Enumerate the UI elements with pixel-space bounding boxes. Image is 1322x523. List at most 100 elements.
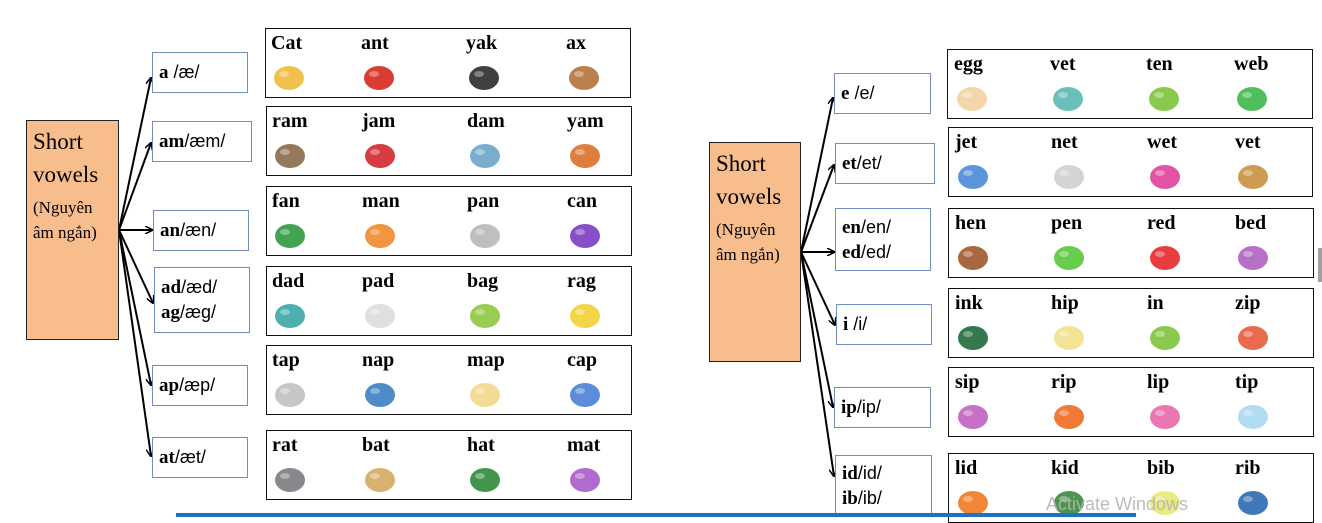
cap-icon <box>567 376 607 410</box>
arrow <box>800 98 833 253</box>
right-arrows <box>800 98 835 476</box>
word-label: fan <box>272 190 300 212</box>
word-label: sip <box>955 371 980 393</box>
pattern-ipa: /æg/ <box>180 302 217 322</box>
backpack-icon <box>467 297 507 331</box>
pattern-ipa: /id/ <box>857 463 882 483</box>
fan-icon <box>272 217 312 251</box>
pattern-line: ap/æp/ <box>159 373 241 398</box>
pattern-line: id/id/ <box>842 461 925 486</box>
pattern-box: i /i/ <box>836 304 932 345</box>
word-label: cap <box>567 349 597 371</box>
pattern-box: et/et/ <box>835 143 935 184</box>
pattern-box: an/æn/ <box>153 210 249 251</box>
arrow <box>800 251 834 476</box>
slide-bottom-rule <box>176 513 1136 517</box>
left-arrows <box>118 78 153 456</box>
word-label: bat <box>362 434 390 456</box>
red-splat-icon <box>1147 239 1187 273</box>
word-label: lid <box>955 457 978 479</box>
word-label: rib <box>1235 457 1261 479</box>
rib-xray-icon <box>1235 484 1275 518</box>
pattern-ipa: /ib/ <box>857 488 882 508</box>
arrow <box>800 165 834 253</box>
ant-icon <box>361 59 401 93</box>
pattern-line: ag/æg/ <box>161 300 243 325</box>
pattern-ipa: /e/ <box>849 83 875 103</box>
word-label: dam <box>467 110 505 132</box>
ram-icon <box>272 137 312 171</box>
jet-icon <box>955 158 995 192</box>
pattern-box: id/id/ib/ib/ <box>835 455 932 517</box>
pattern-line: a /æ/ <box>159 60 241 85</box>
pattern-spelling: i <box>843 314 849 335</box>
word-label: pan <box>467 190 500 212</box>
pattern-line: ib/ib/ <box>842 486 925 511</box>
kid-icon <box>1051 484 1091 518</box>
word-label: rag <box>567 270 596 292</box>
cat-icon <box>271 59 311 93</box>
rip-icon <box>1051 398 1091 432</box>
word-row: lid kid bib rib <box>948 453 1314 523</box>
word-label: egg <box>954 53 983 75</box>
word-label: Cat <box>271 32 303 54</box>
net-icon <box>1051 158 1091 192</box>
pattern-ipa: /et/ <box>856 153 882 173</box>
pattern-box: en/en/ed/ed/ <box>835 208 931 271</box>
word-label: bib <box>1147 457 1175 479</box>
word-label: rip <box>1051 371 1077 393</box>
word-label: rat <box>272 434 298 456</box>
word-label: kid <box>1051 457 1079 479</box>
bat-icon <box>362 461 402 495</box>
arrow <box>118 229 151 456</box>
word-label: ten <box>1146 53 1173 75</box>
arrow <box>800 251 833 407</box>
arrow <box>118 78 151 231</box>
pattern-ipa: /i/ <box>848 314 868 334</box>
root-title-line2: vowels <box>716 184 782 209</box>
pot-lid-icon <box>955 484 995 518</box>
root-subtitle-line2: âm ngắn) <box>33 223 97 242</box>
root-title-line1: Short <box>33 129 83 154</box>
arrow <box>118 143 151 231</box>
word-label: lip <box>1147 371 1170 393</box>
wet-towel-icon <box>1147 158 1187 192</box>
rat-icon <box>272 461 312 495</box>
word-label: jet <box>955 131 978 153</box>
arrow <box>118 229 153 303</box>
root-title-line1: Short <box>716 151 766 176</box>
pattern-spelling: id <box>842 463 858 484</box>
yak-icon <box>466 59 506 93</box>
pattern-line: ip/ip/ <box>841 395 924 420</box>
pattern-line: et/et/ <box>842 151 928 176</box>
pattern-ipa: /æp/ <box>179 375 216 395</box>
lips-icon <box>1147 398 1187 432</box>
word-label: ant <box>361 32 389 54</box>
pattern-box: a /æ/ <box>152 52 248 93</box>
egg-icon <box>954 80 994 114</box>
pattern-ipa: /en/ <box>861 216 892 237</box>
can-icon <box>567 217 607 251</box>
dad-icon <box>272 297 312 331</box>
word-label: hen <box>955 212 987 234</box>
word-label: dad <box>272 270 305 292</box>
word-label: man <box>362 190 400 212</box>
scrollbar-thumb[interactable] <box>1318 248 1322 282</box>
arrow <box>118 229 151 385</box>
dam-icon <box>467 137 507 171</box>
mat-icon <box>567 461 607 495</box>
word-label: zip <box>1235 292 1261 314</box>
pen-icon <box>1051 239 1091 273</box>
fingertip-icon <box>1235 398 1275 432</box>
pattern-spelling: en <box>842 216 861 238</box>
pattern-box: e /e/ <box>834 73 931 114</box>
rag-icon <box>567 297 607 331</box>
